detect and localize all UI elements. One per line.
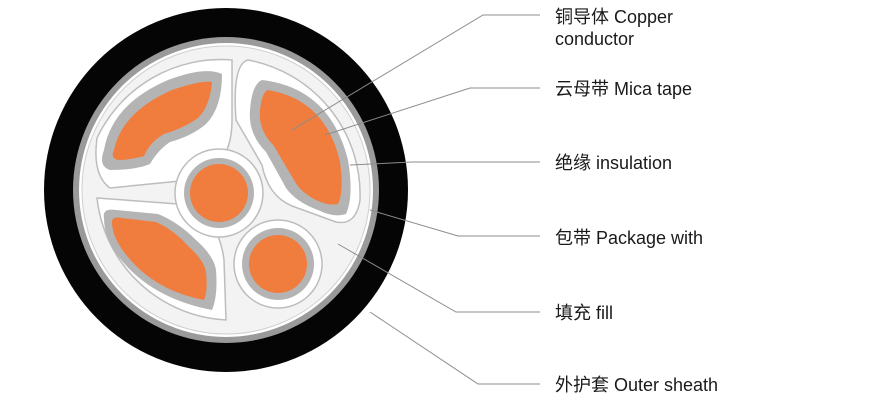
- label-fill: 填充 fill: [555, 303, 613, 323]
- leader-line-copper: [291, 14, 540, 131]
- copper-conductor-bottom-left: [112, 217, 207, 300]
- label-insulation: 绝缘 insulation: [555, 153, 673, 173]
- lower-copper-conductor: [249, 235, 307, 293]
- copper-conductor-right: [259, 90, 342, 205]
- label-outer-sheath: 外护套 Outer sheath: [555, 375, 719, 395]
- leader-line-package: [369, 209, 540, 237]
- leader-line-insulation: [349, 161, 540, 166]
- label-copper-line1: 铜导体 Copper: [555, 7, 674, 27]
- label-copper-conductor: 铜导体 Copper conductor: [555, 6, 673, 50]
- label-copper-line2: conductor: [555, 29, 635, 49]
- center-copper-conductor: [190, 164, 248, 222]
- leader-line-fill: [337, 243, 540, 313]
- leader-line-sheath: [369, 311, 540, 385]
- copper-conductor-top-left: [112, 81, 212, 160]
- label-mica-tape: 云母带 Mica tape: [555, 79, 693, 99]
- label-package-with: 包带 Package with: [555, 228, 704, 248]
- leader-line-mica: [324, 87, 540, 136]
